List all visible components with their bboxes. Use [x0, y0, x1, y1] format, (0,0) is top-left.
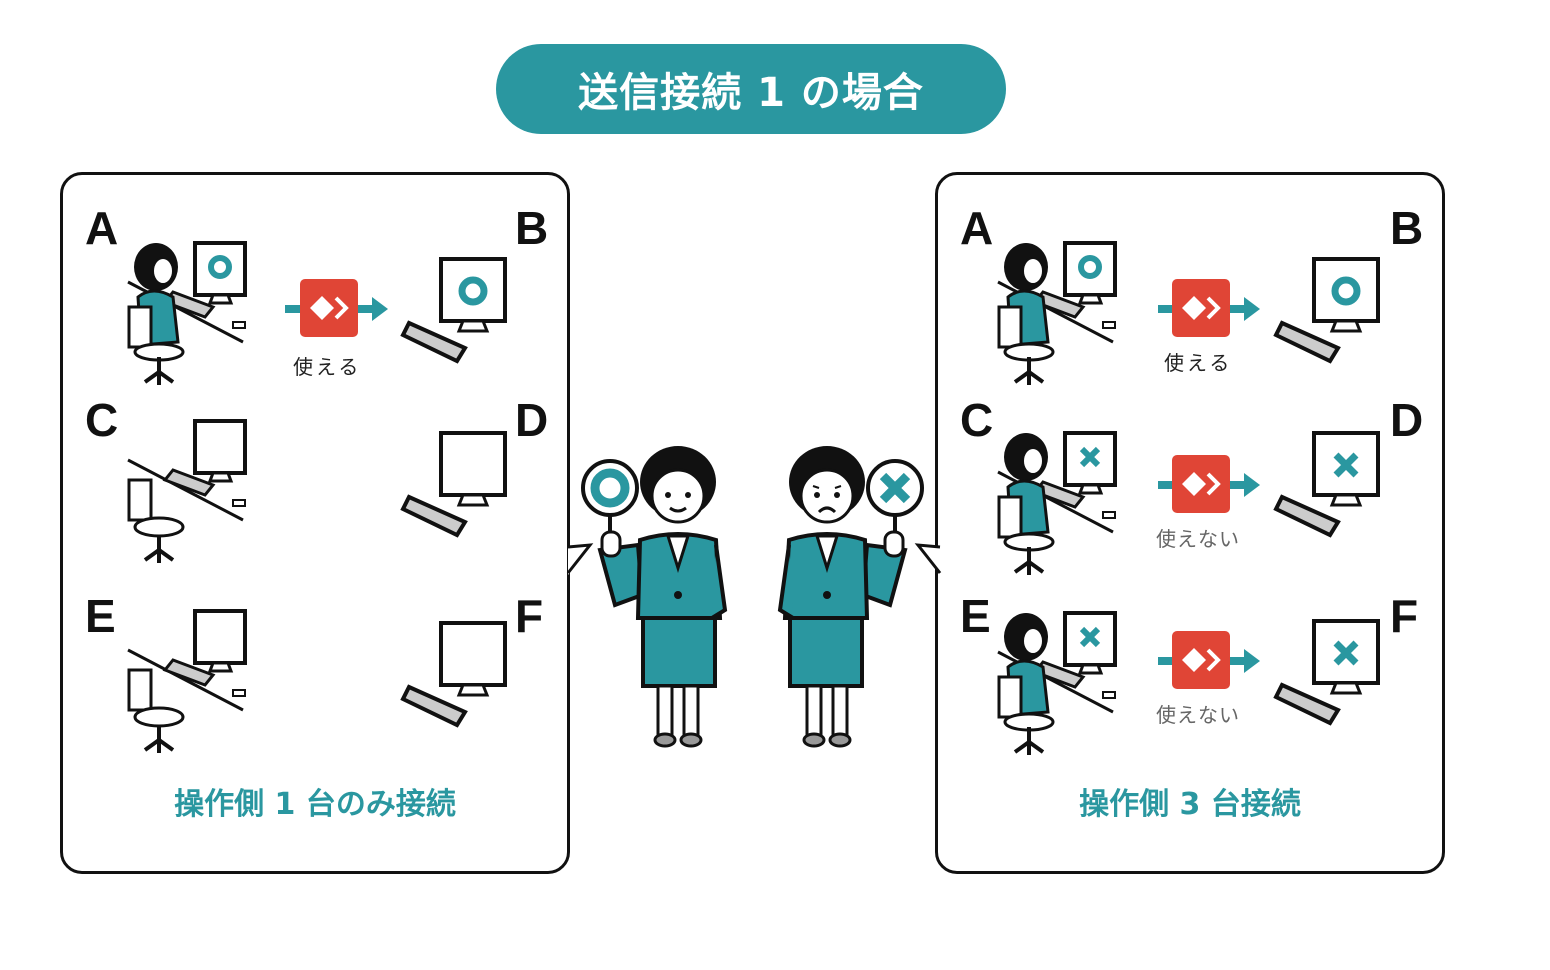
- pc-label-b: B: [1390, 202, 1424, 254]
- panel-caption: 操作側 1 台のみ接続: [174, 787, 456, 822]
- left-panel: A B 使える C D: [60, 172, 594, 874]
- pc-label-e: E: [960, 590, 991, 642]
- arrow-right-icon: [1244, 649, 1260, 673]
- pc-label-d: D: [1390, 394, 1424, 446]
- pc-label-b: B: [515, 202, 549, 254]
- panel-caption: 操作側 3 台接続: [1079, 787, 1301, 822]
- status-label: 使える: [1164, 351, 1233, 375]
- pc-label-d: D: [515, 394, 549, 446]
- connector-line-out: [1230, 657, 1246, 665]
- pc-label-c: C: [85, 394, 119, 446]
- arrow-right-icon: [372, 297, 388, 321]
- remote-app-badge: [1172, 455, 1230, 513]
- right-panel: A B 使える C D: [914, 172, 1445, 874]
- operator-at-desk-icon: [997, 611, 1117, 755]
- target-computer-icon: [400, 431, 507, 538]
- empty-desk-icon: [127, 609, 247, 753]
- connector-line-in: [1158, 481, 1178, 489]
- target-computer-icon: [1273, 257, 1380, 364]
- target-computer-icon: [1273, 619, 1380, 726]
- empty-desk-icon: [127, 419, 247, 563]
- remote-app-logo-icon: [310, 296, 349, 320]
- remote-app-logo-icon: [1182, 472, 1221, 496]
- title-banner: 送信接続 1 の場合: [496, 44, 1006, 134]
- bubble-tail: [566, 543, 594, 575]
- target-computer-icon: [400, 257, 507, 364]
- woman-holding-cross-sign-icon: [777, 446, 924, 748]
- target-computer-icon: [400, 621, 507, 728]
- connector-line-out: [1230, 481, 1246, 489]
- pc-label-e: E: [85, 590, 116, 642]
- bubble-tail: [914, 543, 942, 575]
- remote-app-logo-icon: [1182, 648, 1221, 672]
- connector-line-in: [1158, 305, 1178, 313]
- pc-label-a: A: [85, 202, 119, 254]
- page-title: 送信接続 1 の場合: [578, 70, 924, 116]
- remote-app-badge: [300, 279, 358, 337]
- pc-label-f: F: [1390, 590, 1419, 642]
- connector-line-out: [1230, 305, 1246, 313]
- operator-at-desk-icon: [127, 241, 247, 385]
- remote-app-badge: [1172, 279, 1230, 337]
- arrow-right-icon: [1244, 473, 1260, 497]
- remote-app-badge: [1172, 631, 1230, 689]
- pc-label-c: C: [960, 394, 994, 446]
- status-label: 使えない: [1156, 527, 1240, 551]
- pc-label-f: F: [515, 590, 544, 642]
- connector-line-out: [358, 305, 374, 313]
- pc-label-a: A: [960, 202, 994, 254]
- arrow-right-icon: [1244, 297, 1260, 321]
- status-label: 使える: [293, 355, 362, 379]
- target-computer-icon: [1273, 431, 1380, 538]
- remote-app-logo-icon: [1182, 296, 1221, 320]
- woman-holding-circle-sign-icon: [581, 446, 728, 748]
- operator-at-desk-icon: [997, 241, 1117, 385]
- status-label: 使えない: [1156, 703, 1240, 727]
- connector-line-in: [285, 305, 305, 313]
- connector-line-in: [1158, 657, 1178, 665]
- operator-at-desk-icon: [997, 431, 1117, 575]
